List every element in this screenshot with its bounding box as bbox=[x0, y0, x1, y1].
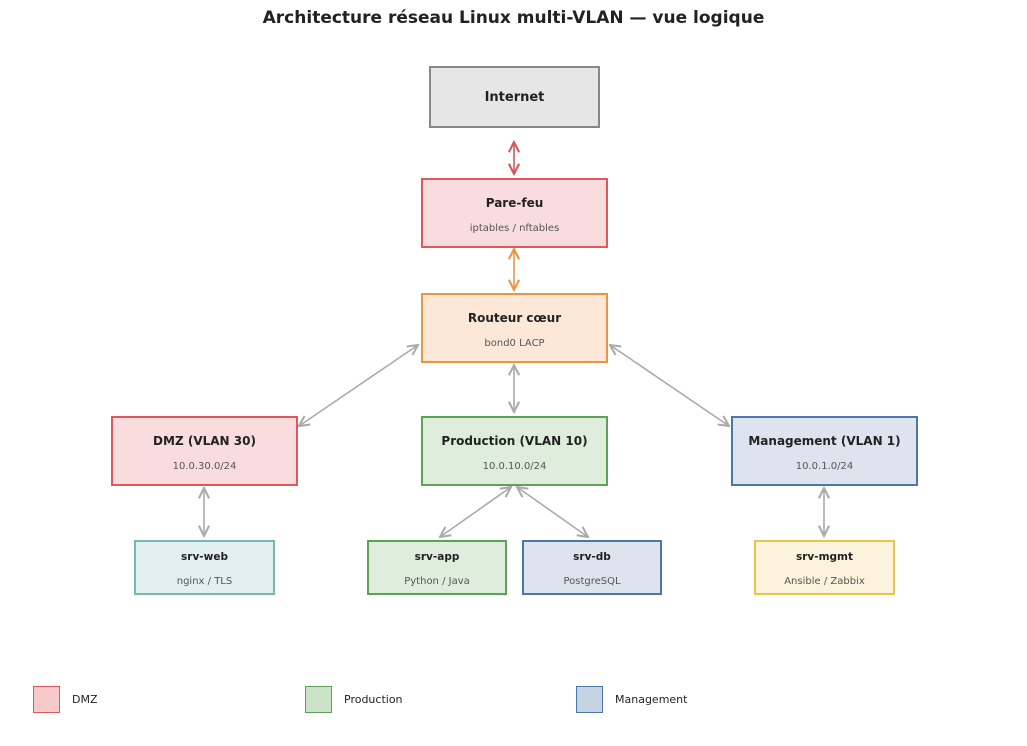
node-srv-app: srv-app Python / Java bbox=[367, 540, 507, 595]
node-srv-web-sub: nginx / TLS bbox=[176, 576, 233, 587]
edge-production-srv-app bbox=[440, 487, 511, 537]
legend-item-dmz: DMZ bbox=[33, 686, 98, 713]
node-srv-mgmt: srv-mgmt Ansible / Zabbix bbox=[754, 540, 895, 595]
legend-swatch-dmz bbox=[33, 686, 60, 713]
node-management-sub: 10.0.1.0/24 bbox=[795, 461, 854, 472]
legend-label-management: Management bbox=[615, 693, 688, 706]
node-internet: Internet bbox=[429, 66, 600, 128]
node-core-router-sub: bond0 LACP bbox=[484, 338, 545, 349]
node-srv-app-sub: Python / Java bbox=[404, 576, 470, 587]
node-management-name: Management (VLAN 1) bbox=[748, 434, 901, 448]
edge-production-srv-db bbox=[517, 487, 588, 537]
node-firewall-sub: iptables / nftables bbox=[469, 223, 560, 234]
legend-label-production: Production bbox=[344, 693, 403, 706]
edge-router-management bbox=[610, 345, 729, 426]
node-firewall-name: Pare-feu bbox=[485, 196, 544, 210]
node-srv-db-name: srv-db bbox=[573, 551, 611, 563]
legend-item-production: Production bbox=[305, 686, 403, 713]
node-dmz-name: DMZ (VLAN 30) bbox=[153, 434, 256, 448]
node-production-sub: 10.0.10.0/24 bbox=[482, 461, 547, 472]
legend-swatch-management bbox=[576, 686, 603, 713]
node-internet-name: Internet bbox=[484, 89, 545, 105]
node-dmz: DMZ (VLAN 30) 10.0.30.0/24 bbox=[111, 416, 298, 486]
legend-item-management: Management bbox=[576, 686, 687, 713]
node-srv-mgmt-name: srv-mgmt bbox=[795, 551, 854, 563]
edge-router-dmz bbox=[299, 345, 418, 426]
node-srv-web: srv-web nginx / TLS bbox=[134, 540, 275, 595]
node-firewall: Pare-feu iptables / nftables bbox=[421, 178, 608, 248]
diagram-title: Architecture réseau Linux multi-VLAN — v… bbox=[262, 8, 765, 28]
legend-swatch-production bbox=[305, 686, 332, 713]
node-srv-web-name: srv-web bbox=[181, 551, 228, 563]
node-dmz-sub: 10.0.30.0/24 bbox=[172, 461, 237, 472]
node-production: Production (VLAN 10) 10.0.10.0/24 bbox=[421, 416, 608, 486]
node-srv-mgmt-sub: Ansible / Zabbix bbox=[784, 576, 865, 587]
node-core-router-name: Routeur cœur bbox=[467, 311, 562, 325]
node-srv-db: srv-db PostgreSQL bbox=[522, 540, 662, 595]
node-srv-db-sub: PostgreSQL bbox=[563, 576, 621, 587]
node-management: Management (VLAN 1) 10.0.1.0/24 bbox=[731, 416, 918, 486]
node-core-router: Routeur cœur bond0 LACP bbox=[421, 293, 608, 363]
legend-label-dmz: DMZ bbox=[72, 693, 98, 706]
node-srv-app-name: srv-app bbox=[414, 551, 460, 563]
node-production-name: Production (VLAN 10) bbox=[441, 434, 588, 448]
